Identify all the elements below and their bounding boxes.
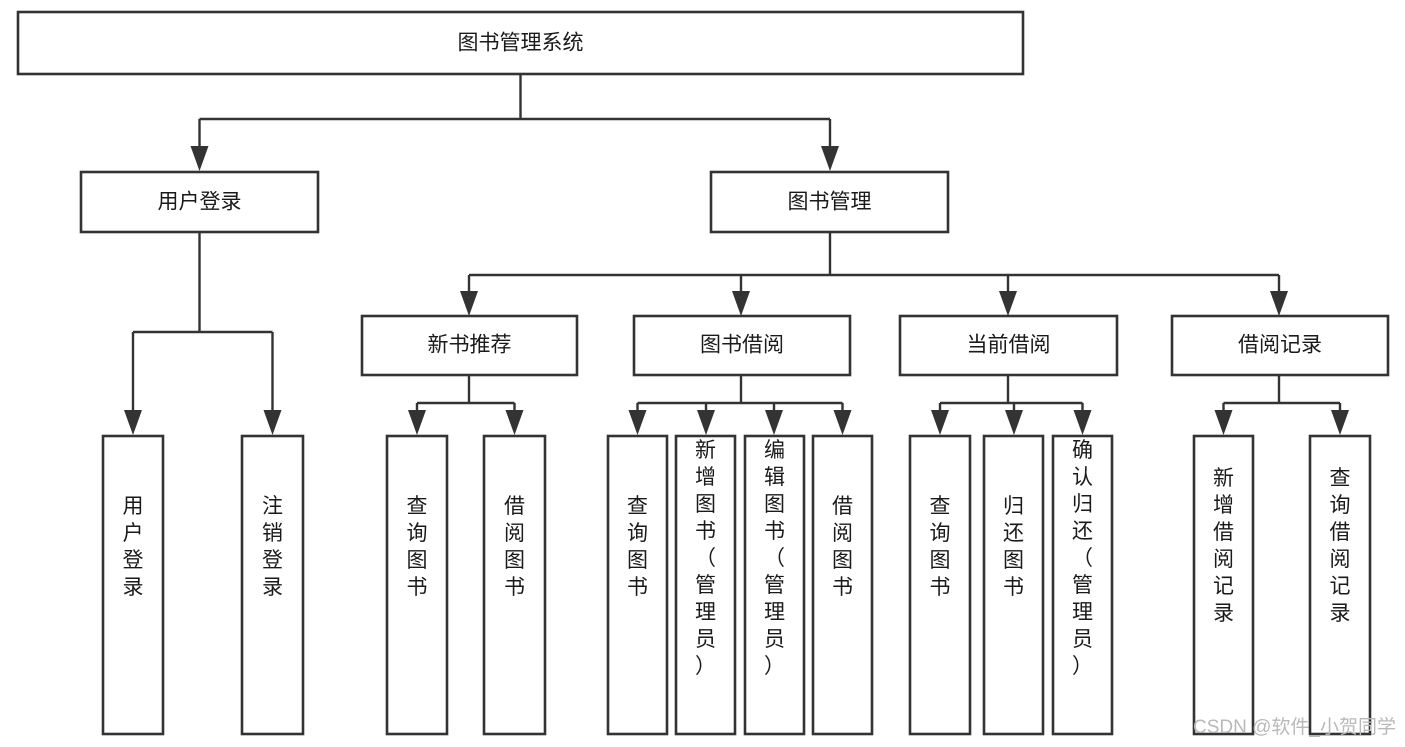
node-leaf-edit-book-label: 编辑图书（管理员） xyxy=(764,439,785,678)
arrow-head-leaf-logout-login xyxy=(263,410,282,435)
node-leaf-borrow-book-2[interactable]: 借阅图书 xyxy=(811,434,874,736)
arrow-head-leaf-user-login xyxy=(124,410,142,435)
node-leaf-query-book-3-label: 查询图书 xyxy=(930,495,951,599)
arrow-head-current-borrow xyxy=(999,291,1017,316)
connector-layer xyxy=(124,74,1349,435)
arrow-head-user-login xyxy=(190,146,209,171)
arrow-head-leaf-borrow-book-2 xyxy=(833,410,852,435)
node-user-login-box[interactable] xyxy=(79,170,320,234)
node-leaf-query-book-2-label: 查询图书 xyxy=(627,495,648,599)
node-book-management[interactable]: 图书管理 xyxy=(709,170,950,234)
node-book-borrow-label: 图书借阅 xyxy=(700,334,784,357)
node-leaf-query-book-1-box[interactable] xyxy=(385,434,449,736)
node-root-label: 图书管理系统 xyxy=(458,32,584,55)
arrow-head-leaf-confirm-return xyxy=(1073,410,1092,435)
node-book-management-label: 图书管理 xyxy=(788,191,872,214)
csdn-watermark: CSDN @软件_小贺同学 xyxy=(1193,716,1396,738)
node-leaf-add-book-label: 新增图书（管理员） xyxy=(695,439,716,678)
node-leaf-user-login[interactable]: 用户登录 xyxy=(101,434,165,736)
node-user-login-label: 用户登录 xyxy=(158,191,242,214)
node-leaf-query-record-label: 查询借阅记录 xyxy=(1330,467,1351,625)
arrow-head-leaf-query-book-1 xyxy=(408,410,426,435)
node-borrow-record[interactable]: 借阅记录 xyxy=(1170,314,1390,377)
node-leaf-return-book[interactable]: 归还图书 xyxy=(982,434,1045,736)
node-leaf-add-record-box[interactable] xyxy=(1192,434,1255,736)
arrow-head-leaf-borrow-book-1 xyxy=(505,410,524,435)
node-borrow-record-box[interactable] xyxy=(1170,314,1390,377)
node-leaf-add-record[interactable]: 新增借阅记录 xyxy=(1192,434,1255,736)
arrow-head-leaf-add-record xyxy=(1214,410,1233,435)
node-leaf-query-book-2[interactable]: 查询图书 xyxy=(606,434,669,736)
node-leaf-query-book-2-box[interactable] xyxy=(606,434,669,736)
node-new-book-recommend-label: 新书推荐 xyxy=(428,334,512,357)
arrow-head-new-book-recommend xyxy=(460,291,478,316)
node-leaf-query-book-3[interactable]: 查询图书 xyxy=(908,434,972,736)
arrow-head-book-borrow xyxy=(732,291,750,316)
arrow-head-leaf-edit-book xyxy=(765,410,783,435)
node-leaf-query-record-box[interactable] xyxy=(1308,434,1372,736)
node-leaf-add-book-box[interactable] xyxy=(674,434,737,736)
node-leaf-confirm-return-box[interactable] xyxy=(1051,434,1114,736)
node-leaf-add-record-label: 新增借阅记录 xyxy=(1213,467,1234,625)
node-leaf-query-book-1-label: 查询图书 xyxy=(407,495,428,599)
arrow-head-book-management xyxy=(821,146,839,171)
node-new-book-recommend-box[interactable] xyxy=(360,314,579,377)
node-root[interactable]: 图书管理系统 xyxy=(16,10,1025,76)
node-leaf-logout-login-box[interactable] xyxy=(240,434,305,736)
node-new-book-recommend[interactable]: 新书推荐 xyxy=(360,314,579,377)
node-user-login[interactable]: 用户登录 xyxy=(79,170,320,234)
node-current-borrow-label: 当前借阅 xyxy=(967,334,1051,357)
arrow-head-borrow-record xyxy=(1270,291,1288,316)
node-leaf-query-book-3-box[interactable] xyxy=(908,434,972,736)
arrow-head-leaf-query-book-2 xyxy=(628,410,647,435)
node-leaf-query-record[interactable]: 查询借阅记录 xyxy=(1308,434,1372,736)
node-leaf-logout-login[interactable]: 注销登录 xyxy=(240,434,305,736)
node-leaf-confirm-return-label: 确认归还（管理员） xyxy=(1072,439,1093,678)
arrow-head-leaf-query-record xyxy=(1331,410,1349,435)
arrow-head-leaf-return-book xyxy=(1005,410,1023,435)
node-leaf-edit-book-box[interactable] xyxy=(743,434,806,736)
node-borrow-record-label: 借阅记录 xyxy=(1238,334,1322,357)
node-leaf-return-book-box[interactable] xyxy=(982,434,1045,736)
node-leaf-borrow-book-1[interactable]: 借阅图书 xyxy=(482,434,547,736)
node-book-borrow-box[interactable] xyxy=(632,314,852,377)
node-book-management-box[interactable] xyxy=(709,170,950,234)
node-leaf-edit-book[interactable]: 编辑图书（管理员） xyxy=(743,434,806,736)
node-leaf-borrow-book-1-label: 借阅图书 xyxy=(504,495,525,599)
node-book-borrow[interactable]: 图书借阅 xyxy=(632,314,852,377)
node-leaf-logout-login-label: 注销登录 xyxy=(262,495,283,599)
node-current-borrow-box[interactable] xyxy=(898,314,1119,377)
node-leaf-borrow-book-2-box[interactable] xyxy=(811,434,874,736)
node-current-borrow[interactable]: 当前借阅 xyxy=(898,314,1119,377)
arrow-head-leaf-query-book-3 xyxy=(931,410,949,435)
node-leaf-add-book[interactable]: 新增图书（管理员） xyxy=(674,434,737,736)
node-leaf-borrow-book-1-box[interactable] xyxy=(482,434,547,736)
node-leaf-user-login-box[interactable] xyxy=(101,434,165,736)
node-leaf-return-book-label: 归还图书 xyxy=(1003,495,1024,599)
node-leaf-query-book-1[interactable]: 查询图书 xyxy=(385,434,449,736)
arrow-head-leaf-add-book xyxy=(697,410,715,435)
node-leaf-borrow-book-2-label: 借阅图书 xyxy=(832,495,853,599)
node-leaf-confirm-return[interactable]: 确认归还（管理员） xyxy=(1051,434,1114,736)
node-leaf-user-login-label: 用户登录 xyxy=(123,495,144,599)
node-root-box[interactable] xyxy=(16,10,1025,76)
